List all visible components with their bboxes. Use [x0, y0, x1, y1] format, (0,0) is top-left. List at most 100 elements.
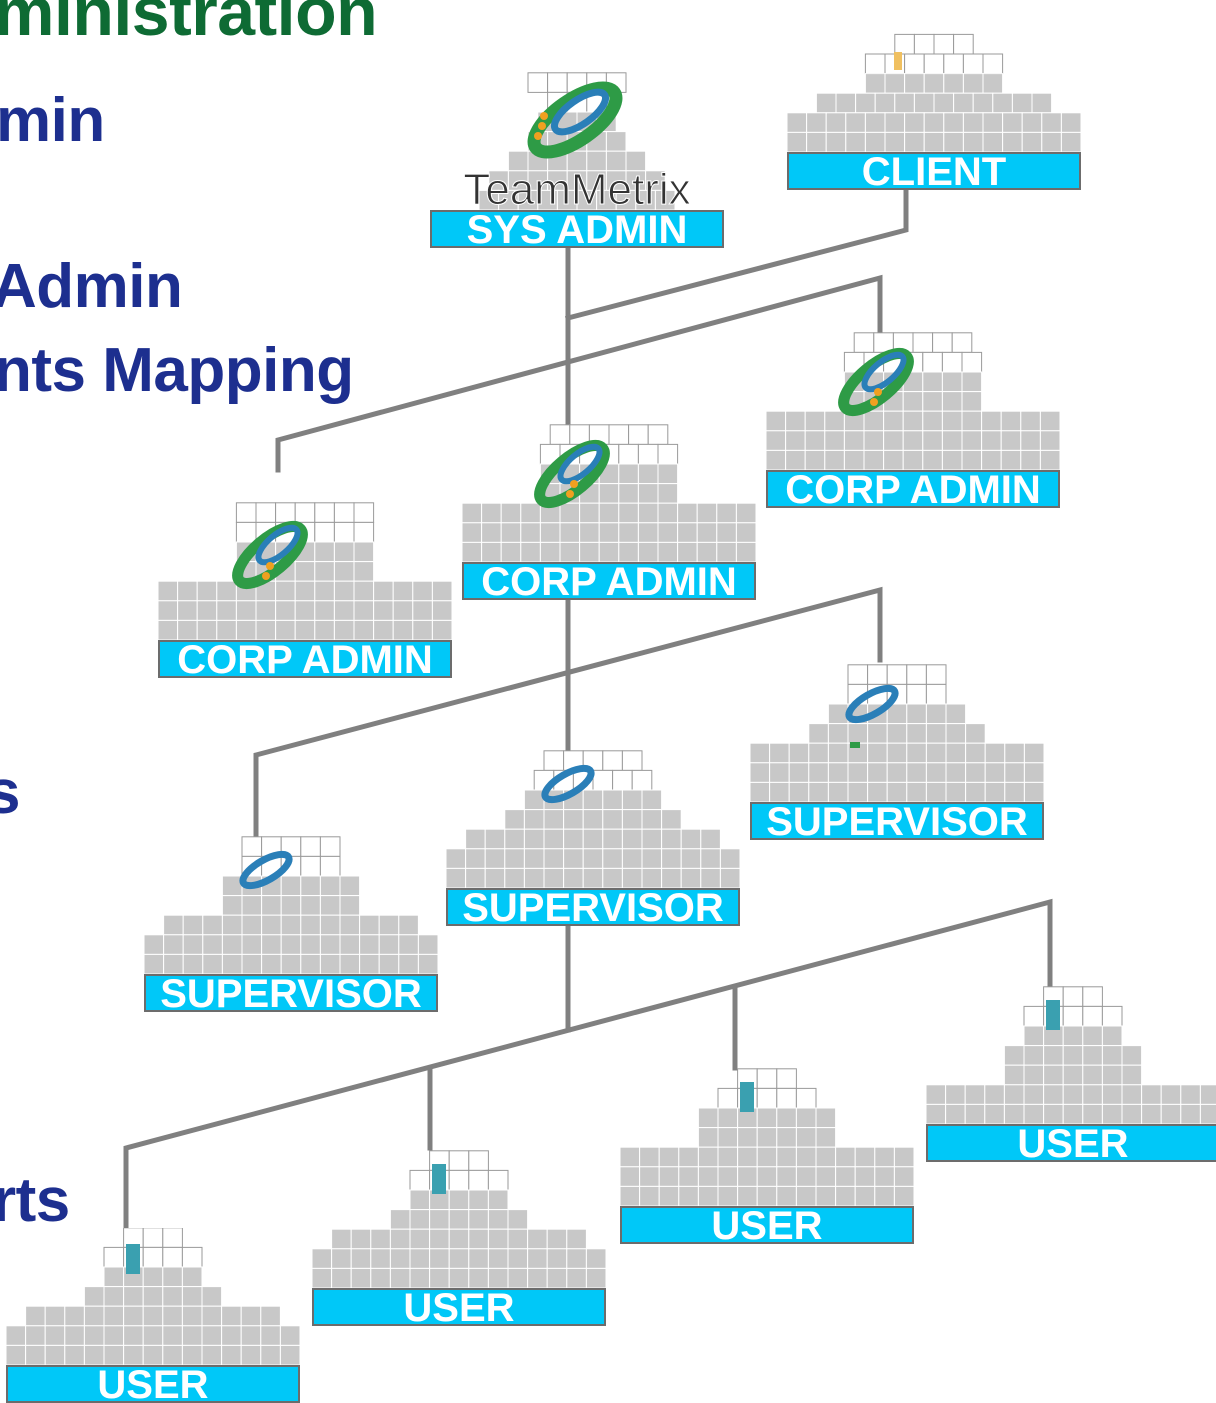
pixel-tile [863, 410, 885, 432]
pixel-tile [300, 953, 321, 975]
pixel-tile [481, 502, 502, 524]
pixel-tile [641, 789, 663, 811]
pixel-tile [922, 410, 943, 432]
pixel-tile [350, 1228, 372, 1250]
pixel-tile [586, 131, 607, 152]
pixel-tile [596, 111, 617, 133]
pixel-tile [162, 1325, 183, 1346]
pixel-tile [103, 1246, 125, 1268]
pixel-tile [965, 723, 986, 744]
pixel-tile [906, 664, 927, 685]
pixel-tile [487, 1209, 509, 1230]
pixel-tile [645, 170, 666, 191]
pixel-tile [766, 430, 787, 451]
pixel-tile [678, 1185, 699, 1207]
pixel-tile [637, 463, 659, 485]
pixel-tile [717, 1107, 739, 1129]
pixel-tile [756, 1107, 778, 1129]
pixel-tile [824, 410, 845, 432]
pixel-tile [547, 91, 568, 113]
pixel-tile [241, 875, 263, 897]
pixel-tile [884, 112, 906, 133]
pixel-tile [867, 703, 888, 725]
pixel-tile [566, 1248, 587, 1269]
pixel-tile [883, 430, 904, 451]
pixel-tile [507, 1248, 529, 1269]
pixel-tile [925, 664, 947, 685]
pixel-tile [359, 914, 380, 936]
pixel-tile [769, 781, 790, 803]
pixel-tile [566, 91, 588, 113]
pixel-tile [373, 580, 394, 602]
pixel-tile [488, 170, 509, 191]
pixel-tile [448, 1248, 470, 1269]
pixel-tile [373, 600, 394, 621]
pixel-tile [785, 430, 806, 451]
pixel-tile [641, 848, 663, 869]
pixel-tile [845, 131, 866, 153]
pixel-tile [280, 914, 302, 936]
pixel-tile [657, 483, 679, 504]
pixel-tile [981, 449, 1002, 471]
pixel-tile [824, 430, 845, 451]
pixel-tile [697, 1107, 719, 1129]
pixel-tile [181, 1344, 203, 1366]
node-label-client: CLIENT [787, 152, 1081, 190]
pixel-tile [370, 1228, 391, 1250]
pixel-tile [300, 895, 321, 916]
pixel-tile [1021, 131, 1043, 153]
pixel-tile [566, 170, 588, 191]
pixel-tile [945, 723, 967, 744]
pixel-tile [618, 502, 639, 524]
pixel-tile [255, 561, 277, 582]
node-user-3: USER [620, 1066, 914, 1244]
pixel-tile [527, 1267, 548, 1289]
pixel-tile [523, 867, 545, 889]
pixel-tile [906, 762, 927, 783]
pixel-tile [162, 1286, 183, 1307]
pixel-tile [462, 541, 483, 563]
pixel-tile [261, 934, 282, 955]
pixel-tile [926, 1103, 947, 1125]
pixel-tile [260, 1344, 281, 1366]
pixel-tile [429, 1228, 450, 1250]
pixel-tile [618, 483, 639, 504]
pixel-tile [500, 502, 522, 524]
pixel-tile [835, 92, 857, 114]
pixel-tile [1043, 1064, 1064, 1086]
pixel-tile [874, 92, 896, 114]
pixel-tile [847, 742, 869, 764]
pixel-tile [319, 836, 341, 857]
pixel-tile [182, 934, 204, 955]
pixel-tile [142, 1344, 164, 1366]
pixel-tile [103, 1305, 125, 1327]
pixel-tile [635, 189, 656, 211]
pixel-tile [697, 1185, 719, 1207]
pixel-tile [216, 580, 237, 602]
pixel-tile [275, 619, 296, 641]
node-supervisor-center: SUPERVISOR [446, 748, 740, 926]
pixel-tile [717, 1185, 739, 1207]
pixel-tile [922, 351, 943, 373]
pixel-tile [863, 391, 885, 412]
pixel-tile [572, 769, 594, 791]
pixel-tile [658, 1185, 680, 1207]
pixel-tile [523, 789, 545, 811]
pixel-tile [333, 541, 355, 563]
pixel-tile [602, 848, 623, 869]
pixel-tile [756, 1185, 778, 1207]
pixel-tile [855, 92, 876, 114]
pixel-tile [769, 742, 790, 764]
pixel-tile [500, 541, 522, 563]
pixel-tile [202, 953, 223, 975]
pixel-tile [487, 1267, 509, 1289]
pixel-tile [201, 1305, 223, 1327]
pixel-tile [429, 1169, 450, 1191]
pixel-tile [314, 580, 335, 602]
pixel-tile [1043, 986, 1064, 1007]
pixel-tile [945, 781, 967, 803]
pixel-tile [1082, 1103, 1103, 1125]
pixel-tile [398, 934, 419, 955]
pixel-tile [641, 828, 663, 850]
pixel-tile [750, 742, 771, 764]
